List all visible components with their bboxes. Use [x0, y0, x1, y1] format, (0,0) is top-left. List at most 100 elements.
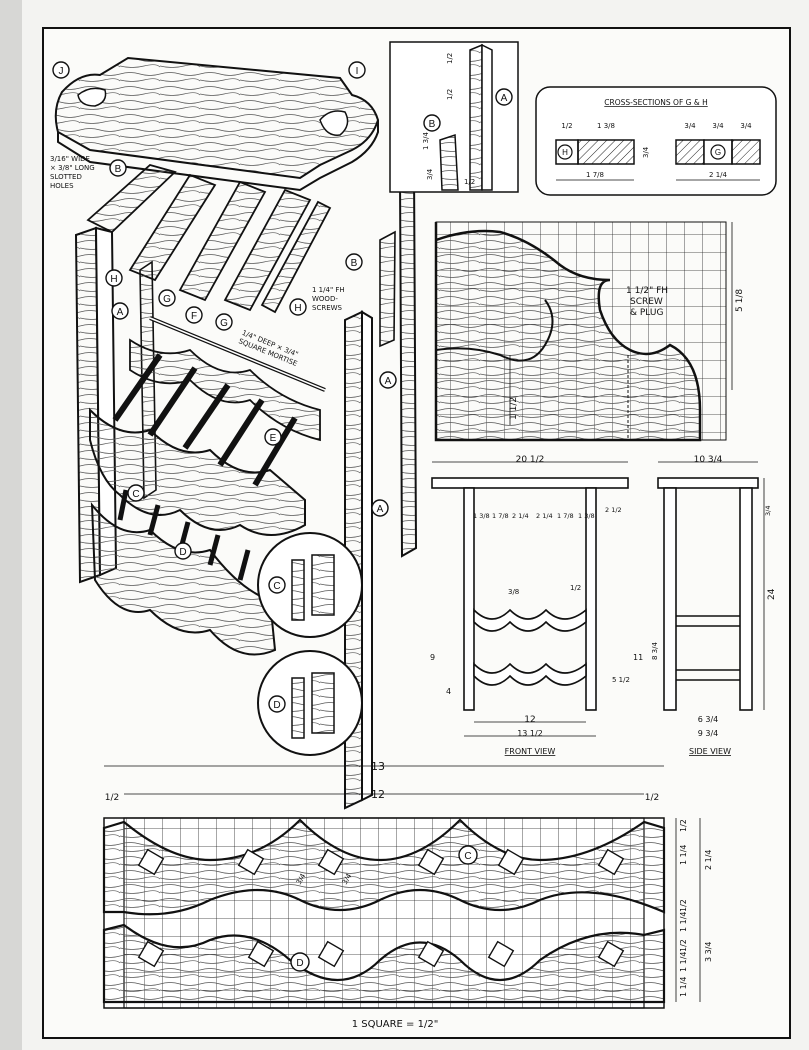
- callout-d-pattern: D: [290, 952, 310, 972]
- svg-text:1 3/8: 1 3/8: [473, 512, 490, 520]
- svg-text:& PLUG: & PLUG: [630, 308, 663, 318]
- svg-text:2 1/4: 2 1/4: [704, 849, 713, 870]
- callout-h-right: H: [289, 298, 307, 316]
- svg-text:1 3/8: 1 3/8: [597, 122, 615, 130]
- svg-text:G: G: [163, 294, 171, 305]
- svg-text:1 3/4: 1 3/4: [422, 132, 430, 150]
- svg-text:1/2: 1/2: [446, 53, 454, 64]
- svg-text:1/2: 1/2: [679, 939, 688, 952]
- svg-text:3/4: 3/4: [740, 122, 752, 130]
- svg-text:1 7/8: 1 7/8: [492, 512, 509, 520]
- pattern-right-dims: 1/2 1 1/4 2 1/4 1/2 1 1/4 1/2 1 1/4 3 3/…: [675, 818, 713, 1002]
- svg-text:1/2: 1/2: [561, 122, 572, 130]
- svg-text:SCREWS: SCREWS: [312, 304, 343, 312]
- callout-a-detail: A: [495, 88, 513, 106]
- svg-text:3/8: 3/8: [508, 588, 519, 596]
- callout-a-right-1: A: [379, 371, 397, 389]
- svg-text:B: B: [429, 119, 436, 130]
- svg-text:1 7/8: 1 7/8: [557, 512, 574, 520]
- side-view: 10 3/4 24 8 3/4 3/4 6 3/4 9 3/4 SIDE VIE…: [651, 455, 777, 756]
- svg-text:1/2: 1/2: [446, 89, 454, 100]
- svg-text:4: 4: [446, 687, 451, 696]
- callout-g-1: G: [158, 289, 176, 307]
- svg-text:D: D: [296, 958, 303, 969]
- svg-text:3 3/4: 3 3/4: [704, 941, 713, 962]
- callout-i: I: [348, 61, 366, 79]
- svg-text:3/4: 3/4: [426, 168, 434, 180]
- svg-text:1 1/2" FH: 1 1/2" FH: [626, 286, 668, 296]
- callout-b-detail: B: [423, 114, 441, 132]
- svg-text:3/16" WIDE: 3/16" WIDE: [50, 155, 90, 163]
- callout-j: J: [52, 61, 70, 79]
- callout-b-left: B: [109, 159, 127, 177]
- callout-c: C: [127, 484, 145, 502]
- full-size-pattern: 13 12 1/2 1/2 3/4 3/4 C D: [102, 760, 713, 1030]
- svg-text:HOLES: HOLES: [50, 182, 74, 190]
- callout-g-2: G: [215, 313, 233, 331]
- svg-text:1/2: 1/2: [679, 899, 688, 912]
- svg-text:A: A: [377, 504, 384, 515]
- svg-text:SCREW: SCREW: [630, 297, 663, 307]
- svg-text:G: G: [715, 148, 721, 157]
- svg-text:CROSS-SECTIONS OF G & H: CROSS-SECTIONS OF G & H: [604, 98, 707, 107]
- svg-text:A: A: [385, 376, 392, 387]
- svg-text:3/4: 3/4: [712, 122, 724, 130]
- svg-text:20 1/2: 20 1/2: [516, 455, 545, 465]
- svg-text:B: B: [351, 258, 358, 269]
- svg-text:1/2: 1/2: [645, 793, 659, 803]
- cross-sections-panel: CROSS-SECTIONS OF G & H H 1/2 1 3/8 1 7/…: [535, 86, 777, 196]
- svg-text:8 3/4: 8 3/4: [651, 642, 659, 660]
- svg-text:10 3/4: 10 3/4: [694, 455, 723, 465]
- svg-text:C: C: [132, 489, 139, 500]
- svg-text:1/2: 1/2: [105, 793, 119, 803]
- svg-text:1 1/4: 1 1/4: [679, 911, 688, 932]
- svg-text:5 1/2: 5 1/2: [612, 676, 630, 684]
- svg-text:2 1/4: 2 1/4: [536, 512, 553, 520]
- callout-d-detail: D: [268, 695, 286, 713]
- svg-text:WOOD-: WOOD-: [312, 295, 338, 303]
- svg-text:E: E: [270, 433, 277, 444]
- callout-h-left: H: [105, 269, 123, 287]
- svg-text:3/4: 3/4: [642, 146, 650, 158]
- svg-text:6 3/4: 6 3/4: [698, 715, 719, 724]
- svg-text:1 1/4: 1 1/4: [679, 976, 688, 997]
- svg-text:12: 12: [371, 788, 385, 801]
- note-fh-screws: 1 1/4" FH WOOD- SCREWS: [312, 286, 345, 312]
- svg-text:1 1/4" FH: 1 1/4" FH: [312, 286, 345, 294]
- note-screw-plug: 1 1/2" FH SCREW & PLUG: [626, 286, 668, 318]
- svg-text:2 1/4: 2 1/4: [709, 171, 727, 179]
- svg-text:12: 12: [524, 715, 535, 725]
- callout-c-detail: C: [268, 576, 286, 594]
- note-slotted-holes: 3/16" WIDE × 3/8" LONG SLOTTED HOLES: [50, 155, 95, 190]
- svg-text:1 3/8: 1 3/8: [578, 512, 595, 520]
- callout-a-right-2: A: [371, 499, 389, 517]
- svg-text:H: H: [110, 274, 117, 285]
- svg-text:SLOTTED: SLOTTED: [50, 173, 82, 181]
- exploded-view: J I B H A G F G H B A E C D A C D 3/16" …: [50, 56, 418, 810]
- detail-circle-d: [257, 650, 363, 756]
- end-profile-grid: 5 1/8 1 1/2 1 1/2" FH SCREW & PLUG: [434, 221, 745, 442]
- svg-text:H: H: [294, 303, 301, 314]
- svg-text:A: A: [117, 307, 124, 318]
- svg-text:24: 24: [767, 588, 777, 600]
- left-legs: [74, 226, 157, 584]
- callout-a-left: A: [111, 302, 129, 320]
- svg-text:13: 13: [371, 760, 385, 773]
- svg-text:9: 9: [430, 653, 435, 662]
- callout-e: E: [264, 428, 282, 446]
- svg-text:1/2: 1/2: [679, 819, 688, 832]
- callout-c-pattern: C: [458, 845, 478, 865]
- front-view: 20 1/2 1 3/8 1 7/8 2 1/4 2 1/4 1 7/8 1 3…: [430, 455, 643, 756]
- svg-text:I: I: [356, 66, 359, 77]
- svg-text:3/4: 3/4: [764, 506, 772, 516]
- svg-text:1 7/8: 1 7/8: [586, 171, 604, 179]
- detail-circle-c: [257, 532, 363, 638]
- svg-text:2 1/4: 2 1/4: [512, 512, 529, 520]
- svg-text:J: J: [59, 66, 64, 77]
- svg-text:1 1/4: 1 1/4: [679, 844, 688, 865]
- svg-text:D: D: [179, 547, 186, 558]
- svg-text:1 1/2: 1 1/2: [509, 397, 519, 420]
- svg-text:SIDE VIEW: SIDE VIEW: [689, 747, 731, 756]
- svg-text:D: D: [273, 700, 280, 711]
